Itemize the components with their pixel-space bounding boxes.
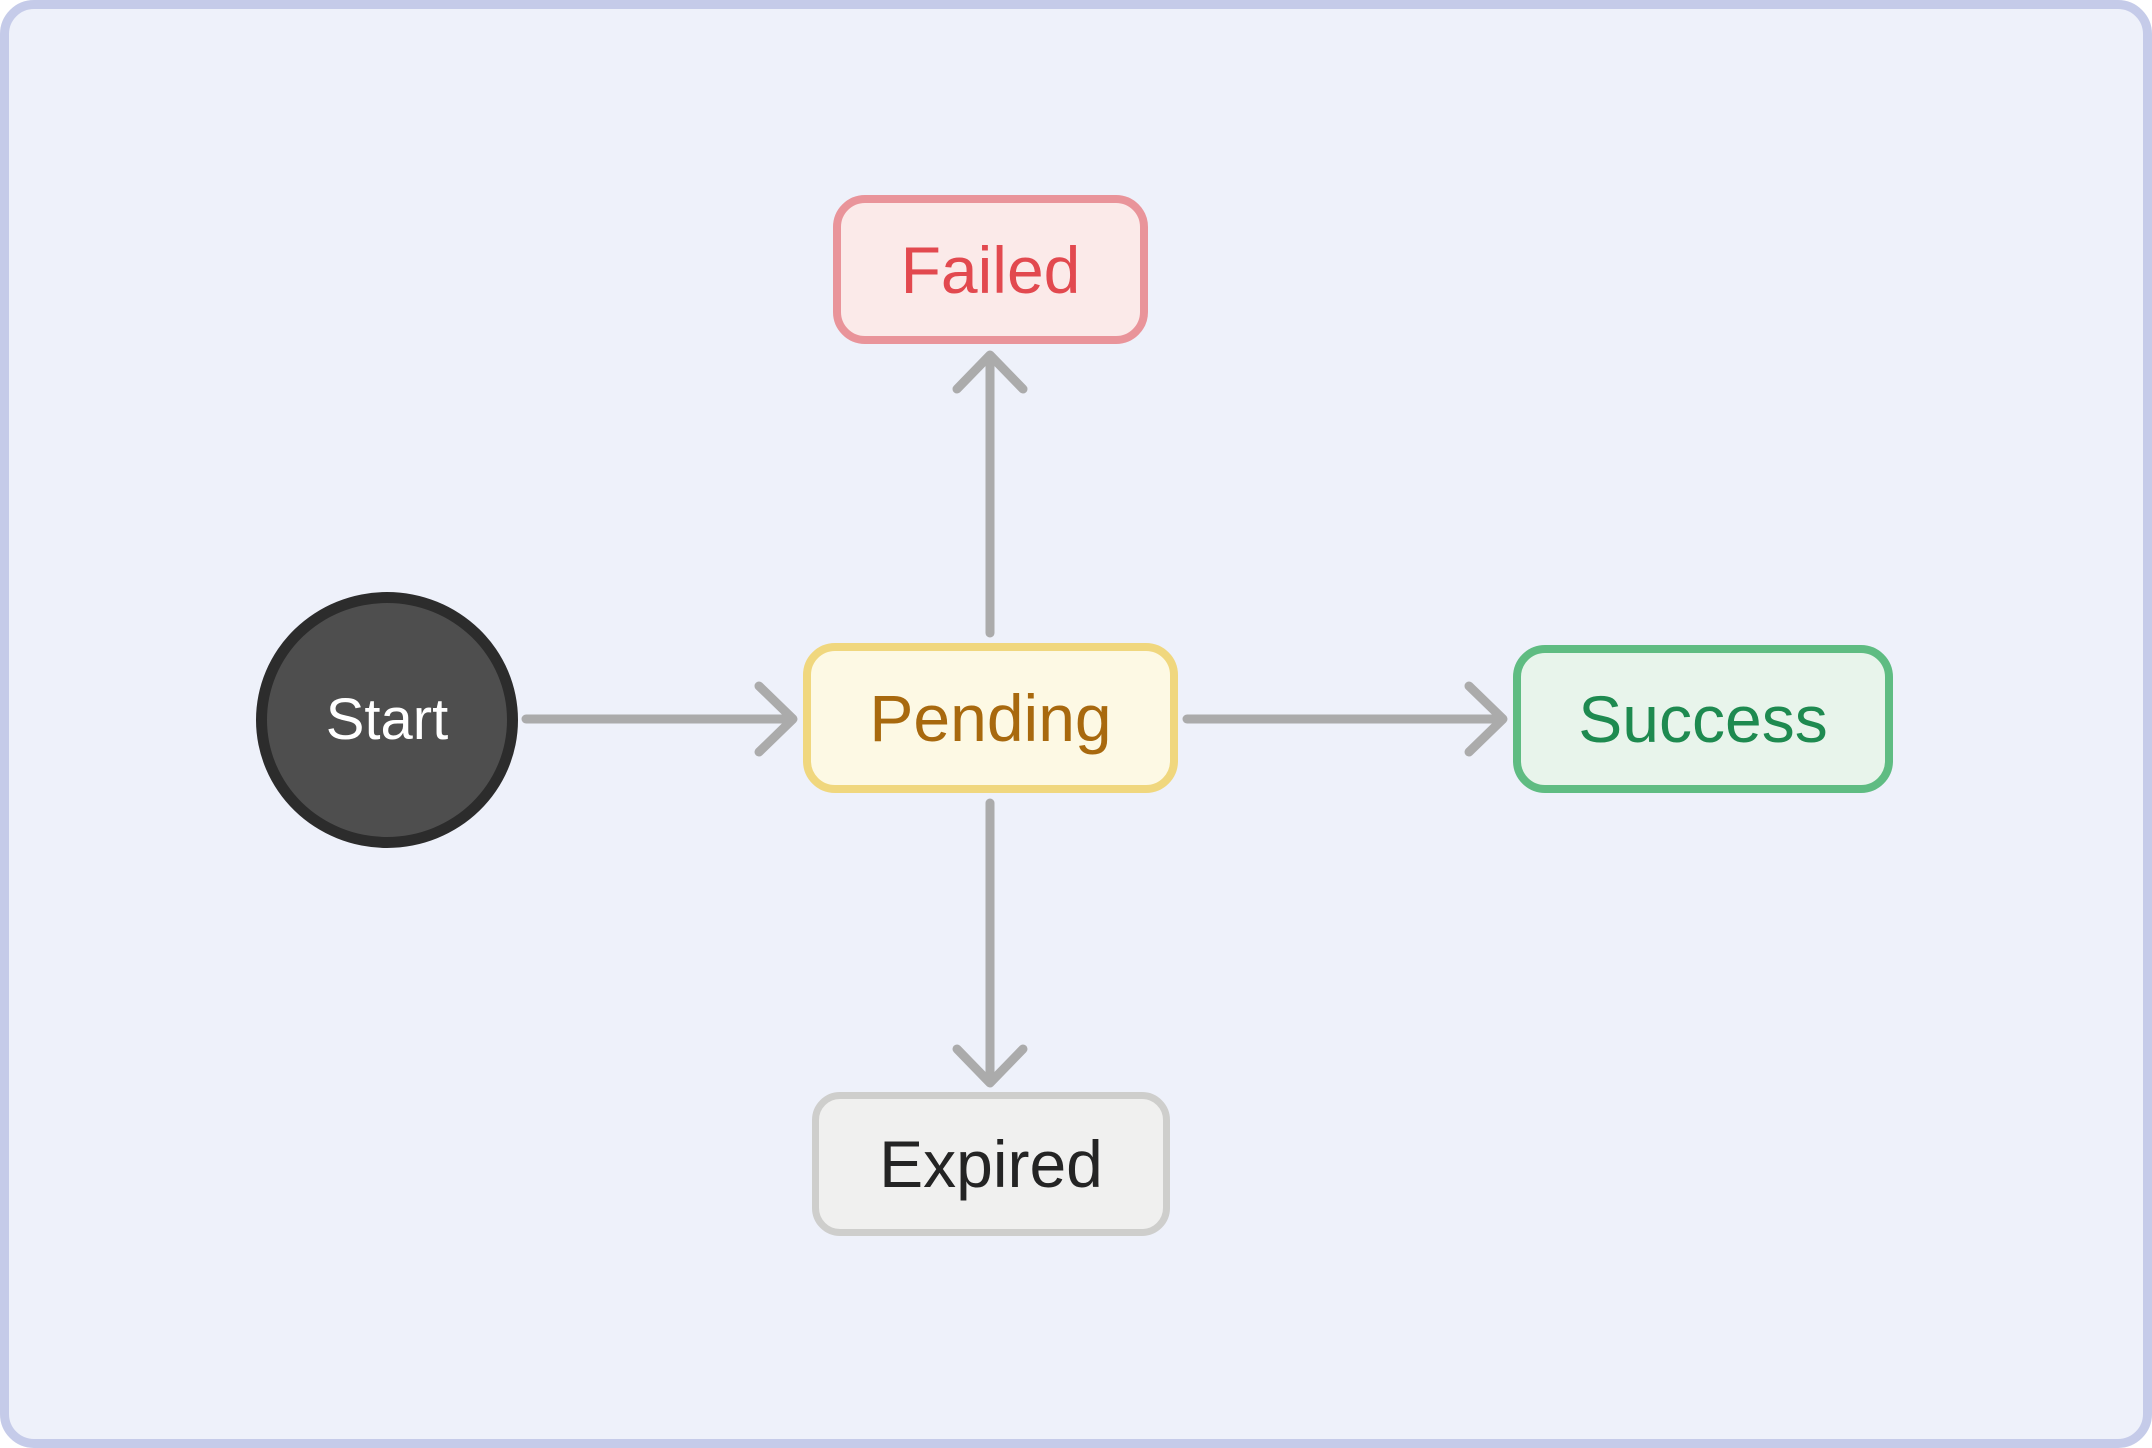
node-failed-label: Failed <box>900 232 1081 307</box>
node-expired-label: Expired <box>879 1127 1103 1201</box>
node-start-label: Start <box>325 687 449 752</box>
node-start: Start <box>256 592 518 848</box>
node-failed: Failed <box>833 195 1148 344</box>
node-success-label: Success <box>1578 682 1828 756</box>
node-success: Success <box>1513 645 1893 793</box>
node-pending: Pending <box>803 643 1178 793</box>
node-pending-label: Pending <box>869 681 1112 755</box>
node-expired: Expired <box>812 1092 1170 1236</box>
